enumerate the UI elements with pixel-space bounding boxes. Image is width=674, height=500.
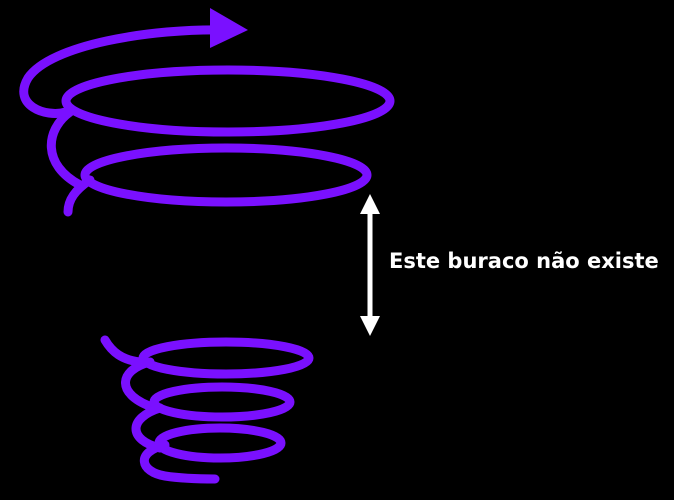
upper-spiral <box>19 8 395 217</box>
upper-spiral-ring-1 <box>61 65 395 137</box>
lower-spiral-connector-1 <box>121 357 160 413</box>
upper-spiral-outer-loop <box>19 25 233 118</box>
upper-spiral-tail <box>63 175 95 217</box>
lower-spiral-ring-2 <box>149 382 295 422</box>
lower-spiral-ring-3 <box>154 423 286 463</box>
upper-spiral-connector-1 <box>46 107 85 190</box>
lower-spiral-start <box>100 335 145 367</box>
lower-spiral-tail <box>139 440 220 484</box>
gap-label: Este buraco não existe <box>389 249 659 273</box>
upper-spiral-ring-2 <box>80 143 372 207</box>
lower-spiral-ring-1 <box>138 337 314 379</box>
gap-arrow-head-down <box>360 316 380 336</box>
gap-arrow <box>360 194 380 336</box>
gap-arrow-head-up <box>360 194 380 214</box>
upper-spiral-arrowhead <box>210 8 248 48</box>
lower-spiral <box>100 335 314 484</box>
